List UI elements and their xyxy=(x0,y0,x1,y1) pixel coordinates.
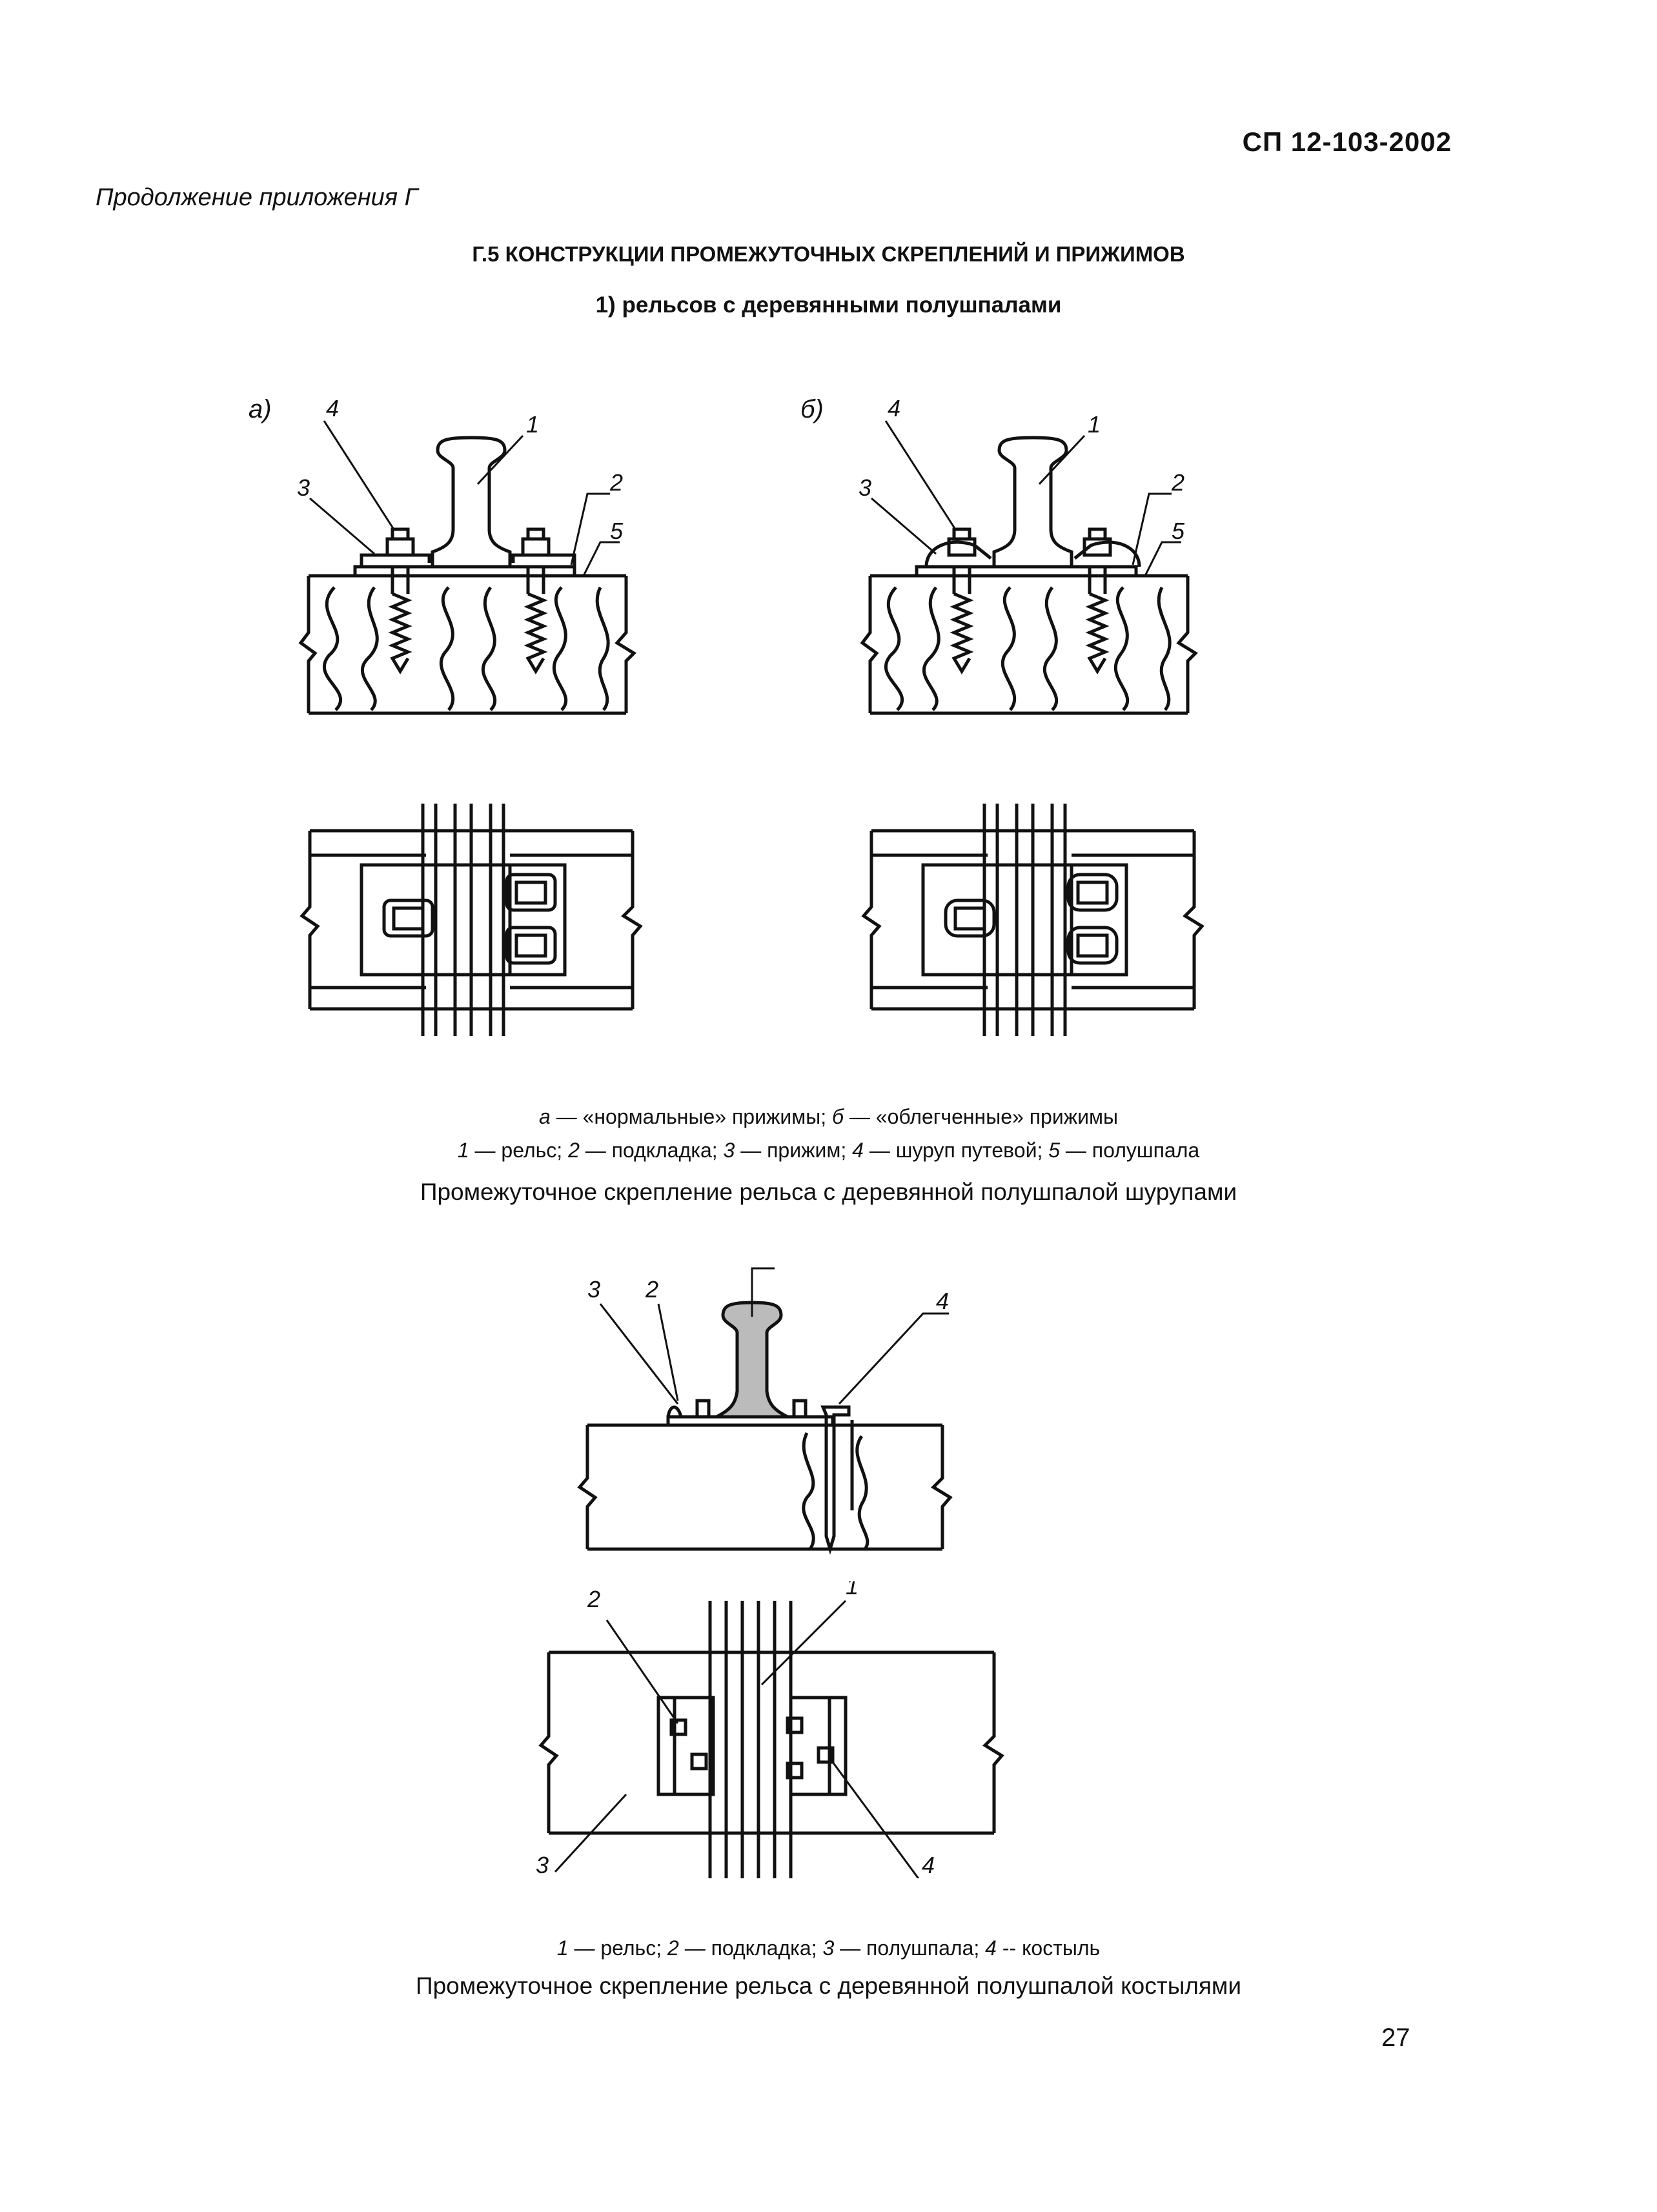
callout-spike-plan-1: 1 xyxy=(846,1581,859,1599)
callout-a-4: 4 xyxy=(326,400,339,421)
callout-b-2: 2 xyxy=(1171,469,1184,496)
spike-fastening-section-drawing: 3 2 1 4 xyxy=(577,1265,953,1555)
document-code: СП 12-103-2002 xyxy=(1242,127,1452,157)
fastening-a-section-drawing: 4 3 1 2 5 xyxy=(297,400,637,715)
callout-a-5: 5 xyxy=(610,518,624,544)
panel-label-a: а) xyxy=(249,395,272,423)
callout-a-1: 1 xyxy=(526,411,539,438)
callout-b-1: 1 xyxy=(1088,411,1101,438)
section-subtitle: 1) рельсов с деревянными полушпалами xyxy=(595,292,1062,318)
figure2-title: Промежуточное скрепление рельса с деревя… xyxy=(415,1973,1242,1999)
callout-a-3: 3 xyxy=(297,474,310,501)
figure1-legend-parts: 1 — рельс; 2 — подкладка; 3 — прижим; 4 … xyxy=(457,1139,1200,1162)
callout-spike-side-4: 4 xyxy=(936,1288,949,1314)
figure1-title: Промежуточное скрепление рельса с деревя… xyxy=(420,1179,1237,1205)
callout-spike-side-3: 3 xyxy=(587,1276,600,1303)
appendix-continuation: Продолжение приложения Г xyxy=(96,184,418,211)
panel-label-b: б) xyxy=(800,395,824,423)
fastening-a-plan-drawing xyxy=(300,804,643,1036)
fastening-b-section-drawing: 4 3 1 2 5 xyxy=(859,400,1199,715)
section-title: Г.5 КОНСТРУКЦИИ ПРОМЕЖУТОЧНЫХ СКРЕПЛЕНИЙ… xyxy=(472,242,1185,266)
callout-a-2: 2 xyxy=(609,469,623,496)
callout-spike-plan-4: 4 xyxy=(922,1852,935,1878)
figure2-legend-parts: 1 — рельс; 2 — подкладка; 3 — полушпала;… xyxy=(556,1936,1101,1960)
spike-fastening-plan-drawing: 2 1 3 4 xyxy=(536,1581,1004,1878)
callout-spike-side-1: 1 xyxy=(768,1265,781,1270)
callout-spike-plan-3: 3 xyxy=(536,1852,549,1878)
callout-b-4: 4 xyxy=(888,400,900,421)
callout-spike-side-2: 2 xyxy=(645,1276,658,1303)
callout-spike-plan-2: 2 xyxy=(587,1586,600,1612)
callout-b-5: 5 xyxy=(1172,518,1185,544)
figure1-legend-variants: а — «нормальные» прижимы; б — «облегченн… xyxy=(539,1105,1118,1128)
callout-b-3: 3 xyxy=(859,474,871,501)
fastening-b-plan-drawing xyxy=(861,804,1205,1036)
page-number: 27 xyxy=(1381,2024,1410,2052)
